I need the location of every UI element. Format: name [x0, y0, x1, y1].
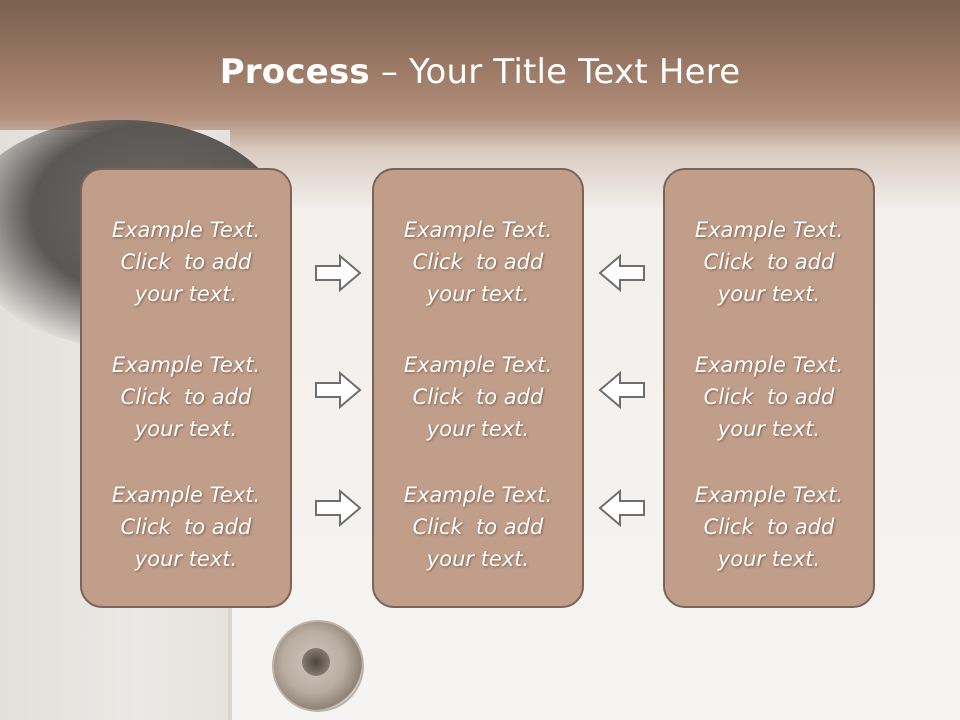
center-panel-text-2[interactable]: Example Text. Click to add your text. — [374, 349, 582, 445]
title-rest-part: – Your Title Text Here — [369, 52, 741, 92]
center-panel-text-3[interactable]: Example Text. Click to add your text. — [374, 479, 582, 575]
text-line: Click to add — [120, 250, 252, 274]
text-line: your text. — [134, 282, 238, 306]
text-line: Click to add — [412, 385, 544, 409]
left-panel-text-3[interactable]: Example Text. Click to add your text. — [82, 479, 290, 575]
right-panel[interactable]: Example Text. Click to add your text. Ex… — [663, 168, 875, 608]
text-line: Click to add — [120, 385, 252, 409]
left-panel[interactable]: Example Text. Click to add your text. Ex… — [80, 168, 292, 608]
text-line: Example Text. — [694, 483, 844, 507]
text-line: Example Text. — [111, 483, 261, 507]
text-line: Click to add — [703, 385, 835, 409]
keyhole-image — [302, 648, 330, 676]
arrow-left-icon[interactable] — [598, 488, 646, 528]
left-panel-text-1[interactable]: Example Text. Click to add your text. — [82, 214, 290, 310]
text-line: your text. — [426, 547, 530, 571]
text-line: Click to add — [703, 250, 835, 274]
right-panel-text-2[interactable]: Example Text. Click to add your text. — [665, 349, 873, 445]
text-line: Example Text. — [694, 218, 844, 242]
arrow-right-icon[interactable] — [314, 370, 362, 410]
door-edge — [228, 600, 232, 720]
arrow-right-icon[interactable] — [314, 253, 362, 293]
left-panel-text-2[interactable]: Example Text. Click to add your text. — [82, 349, 290, 445]
slide-title[interactable]: Process – Your Title Text Here — [0, 52, 960, 92]
text-line: your text. — [426, 282, 530, 306]
text-line: Example Text. — [403, 353, 553, 377]
text-line: your text. — [426, 417, 530, 441]
door-knob-image — [272, 620, 364, 712]
text-line: your text. — [134, 417, 238, 441]
text-line: your text. — [717, 282, 821, 306]
text-line: Example Text. — [111, 218, 261, 242]
title-bold-part: Process — [219, 52, 370, 92]
text-line: Example Text. — [111, 353, 261, 377]
text-line: Click to add — [412, 250, 544, 274]
center-panel[interactable]: Example Text. Click to add your text. Ex… — [372, 168, 584, 608]
arrow-left-icon[interactable] — [598, 370, 646, 410]
text-line: Example Text. — [403, 218, 553, 242]
arrow-right-icon[interactable] — [314, 488, 362, 528]
text-line: Click to add — [703, 515, 835, 539]
right-panel-text-3[interactable]: Example Text. Click to add your text. — [665, 479, 873, 575]
text-line: your text. — [717, 417, 821, 441]
text-line: Example Text. — [403, 483, 553, 507]
right-panel-text-1[interactable]: Example Text. Click to add your text. — [665, 214, 873, 310]
arrow-left-icon[interactable] — [598, 253, 646, 293]
text-line: your text. — [717, 547, 821, 571]
text-line: Click to add — [120, 515, 252, 539]
text-line: Example Text. — [694, 353, 844, 377]
text-line: your text. — [134, 547, 238, 571]
text-line: Click to add — [412, 515, 544, 539]
center-panel-text-1[interactable]: Example Text. Click to add your text. — [374, 214, 582, 310]
